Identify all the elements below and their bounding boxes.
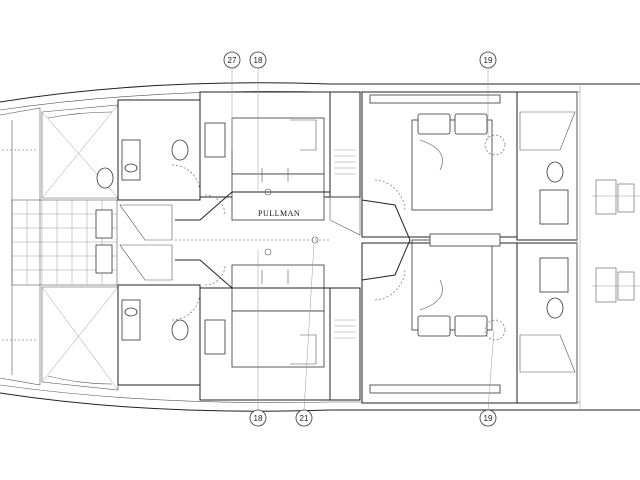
callout-19-bottom-label: 19 (484, 414, 493, 423)
callout-18-bottom: 18 (249, 409, 267, 427)
callout-21-bottom: 21 (295, 409, 313, 427)
callout-19-bottom: 19 (479, 409, 497, 427)
callout-21-bottom-label: 21 (300, 414, 309, 423)
callout-18-bottom-label: 18 (254, 414, 263, 423)
callout-leaders (231, 68, 495, 411)
callout-27: 27 (223, 51, 241, 69)
hull-outline (0, 82, 640, 412)
forward-heads (95, 99, 201, 386)
callout-19-top: 19 (479, 51, 497, 69)
engine-room (592, 179, 640, 303)
callout-19-top-label: 19 (484, 56, 493, 65)
callout-18-top-label: 18 (254, 56, 263, 65)
aft-heads (516, 91, 578, 404)
guest-cabins (361, 91, 518, 404)
callout-18-top: 18 (249, 51, 267, 69)
callout-27-label: 27 (228, 56, 237, 65)
pullman-cabin: PULLMAN (175, 91, 361, 401)
pullman-label: PULLMAN (258, 209, 300, 218)
